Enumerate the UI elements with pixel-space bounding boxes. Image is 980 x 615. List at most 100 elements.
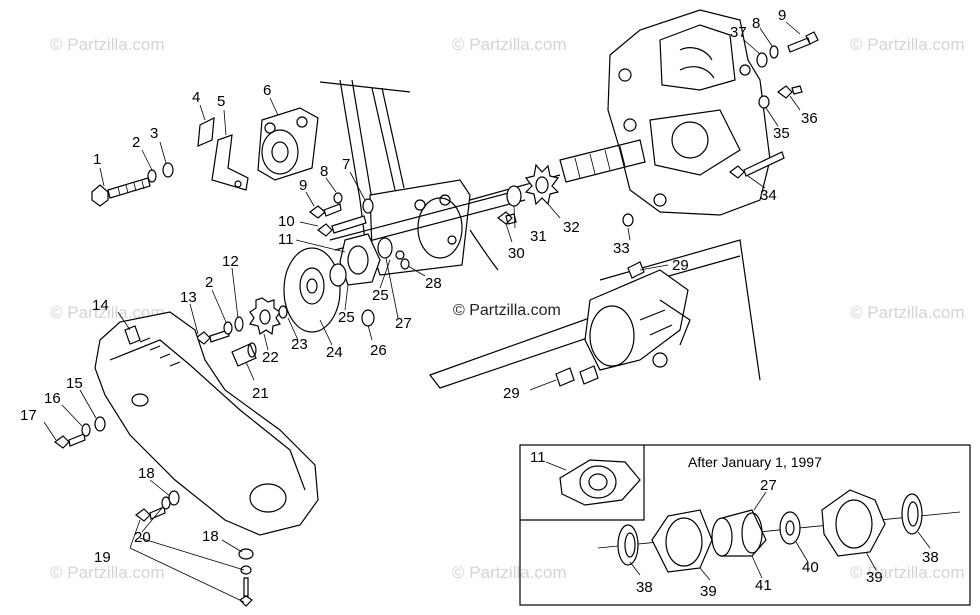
- watermark: © Partzilla.com: [452, 35, 567, 54]
- part-label: 32: [563, 219, 580, 236]
- mounting-plate: [369, 179, 499, 276]
- part-label: 18: [202, 528, 219, 545]
- part-label: 10: [278, 213, 295, 230]
- leader-lines: [43, 21, 801, 603]
- bearing-bore: [347, 245, 369, 275]
- grommet-part-18: [168, 490, 180, 506]
- part-label: 20: [134, 529, 151, 546]
- part-label: 29: [503, 385, 520, 402]
- washer-part-16: [81, 423, 91, 437]
- watermark: © Partzilla.com: [850, 35, 965, 54]
- part-label: 27: [395, 315, 412, 332]
- part-label: 22: [262, 349, 279, 366]
- part-label: 8: [752, 15, 760, 32]
- part-label: 40: [802, 559, 819, 576]
- watermark-center: © Partzilla.com: [453, 302, 561, 319]
- part-label: 27: [760, 477, 777, 494]
- part-label: 14: [92, 297, 109, 314]
- washer-part-20: [240, 565, 252, 575]
- watermark: © Partzilla.com: [452, 563, 567, 582]
- part-label: 7: [342, 156, 350, 173]
- part-label: 39: [700, 583, 717, 600]
- grommet-part-18: [238, 548, 254, 560]
- part-label: 17: [20, 407, 37, 424]
- part-label: 39: [866, 569, 883, 586]
- watermark: © Partzilla.com: [50, 563, 165, 582]
- spacer-end: [247, 342, 257, 358]
- part-label: 28: [425, 275, 442, 292]
- part-label: 2: [205, 274, 213, 291]
- bolt-part-30: [497, 211, 517, 225]
- bearing-flange-part-11: [339, 233, 381, 286]
- part-label: 16: [44, 390, 61, 407]
- spacer-part-21: [231, 343, 257, 367]
- part-label: 12: [222, 253, 239, 270]
- part-labels: 1 2 3 4 5 6 7 8 9 10 11 12 13 2 14 15 16…: [20, 7, 939, 600]
- part-label: 24: [326, 344, 343, 361]
- bolt-part-19: [239, 577, 253, 607]
- part-label: 6: [263, 82, 271, 99]
- nut-part-35: [758, 95, 770, 109]
- washer-part-2: [147, 169, 157, 183]
- grommet-part-15: [94, 416, 106, 432]
- nut-part-28: [400, 258, 410, 270]
- bolt-part-10: [317, 215, 367, 237]
- part-label: 1: [93, 151, 101, 168]
- part-label: 26: [370, 342, 387, 359]
- watermark: © Partzilla.com: [850, 563, 965, 582]
- bolt-part-13: [195, 329, 230, 345]
- part-label: 4: [192, 89, 200, 106]
- frame: [319, 79, 761, 389]
- bearing-part-27: [377, 237, 393, 259]
- part-label: 11: [530, 449, 546, 466]
- washer-part-8: [333, 192, 343, 204]
- nut-part-7: [362, 198, 374, 214]
- bolt-part-17: [54, 433, 86, 449]
- nut-part-33: [622, 213, 634, 227]
- part-label: 29: [672, 257, 689, 274]
- sprocket-part-32: [524, 163, 560, 206]
- part-label: 41: [755, 577, 772, 594]
- part-label: 35: [773, 125, 790, 142]
- brake-disc-part-24: [283, 247, 347, 333]
- bolt-part-36: [777, 85, 803, 99]
- watermark: © Partzilla.com: [50, 303, 165, 322]
- bolt-part-9: [787, 31, 819, 53]
- washer-part-2: [223, 321, 233, 335]
- part-label: 34: [760, 187, 777, 204]
- part-label: 25: [338, 309, 355, 326]
- washer-part-8: [769, 45, 779, 59]
- part-label: 15: [66, 375, 83, 392]
- washer-part-12: [234, 316, 244, 332]
- inset-note: After January 1, 1997: [688, 454, 822, 470]
- part-label: 18: [138, 465, 155, 482]
- part-label: 33: [613, 240, 630, 257]
- washer-part-31: [506, 185, 522, 207]
- bearing-part-40: [779, 511, 801, 545]
- part-label: 38: [636, 579, 653, 596]
- part-label: 3: [150, 125, 158, 142]
- watermarks: © Partzilla.com © Partzilla.com © Partzi…: [50, 35, 965, 582]
- sprocket-part-22: [249, 297, 281, 336]
- nut-part-3: [162, 162, 174, 178]
- part-label: 11: [278, 231, 294, 248]
- flange-part-39: [821, 489, 886, 557]
- flange-part-39: [651, 509, 713, 573]
- part-label: 19: [94, 549, 111, 566]
- part-label: 2: [132, 134, 140, 151]
- chaincase-cover-part-14: [94, 311, 319, 536]
- part-label: 38: [922, 549, 939, 566]
- part-label: 30: [508, 245, 525, 262]
- watermark: © Partzilla.com: [850, 303, 965, 322]
- part-label: 8: [320, 163, 328, 180]
- nut-part-26: [361, 309, 375, 327]
- part-label: 9: [778, 7, 786, 24]
- seal-part-38: [901, 493, 923, 535]
- part-label: 25: [372, 287, 389, 304]
- part-label: 36: [801, 110, 818, 127]
- part-label: 9: [299, 177, 307, 194]
- part-label: 23: [291, 336, 308, 353]
- bolt-part-19: [135, 506, 166, 522]
- washer-part-37: [756, 52, 768, 68]
